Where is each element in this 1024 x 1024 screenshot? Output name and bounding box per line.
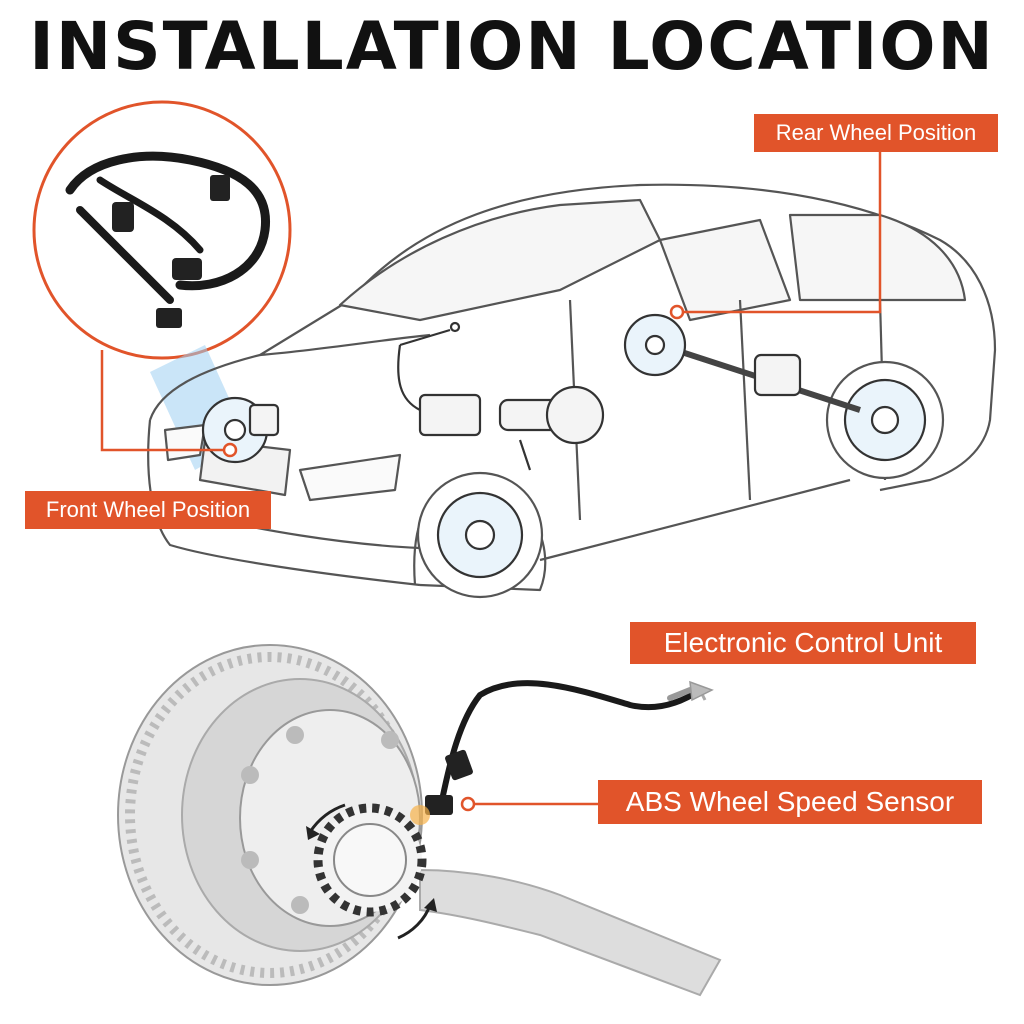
rear-wheel-position-label: Rear Wheel Position	[754, 114, 998, 152]
sensor-harness-photo	[32, 100, 292, 360]
abs-wheel-speed-sensor-label: ABS Wheel Speed Sensor	[598, 780, 982, 824]
callout-lines	[100, 152, 882, 806]
front-marker	[222, 442, 238, 458]
electronic-control-unit-label: Electronic Control Unit	[630, 622, 976, 664]
front-wheel-position-label: Front Wheel Position	[25, 491, 271, 529]
page-title: INSTALLATION LOCATION	[29, 8, 995, 85]
abs-marker	[460, 796, 476, 812]
brake-disc-diagram	[117, 644, 722, 997]
rear-marker	[669, 304, 685, 320]
ecu-arrow-icon	[667, 680, 714, 702]
car-diagram	[147, 183, 997, 599]
